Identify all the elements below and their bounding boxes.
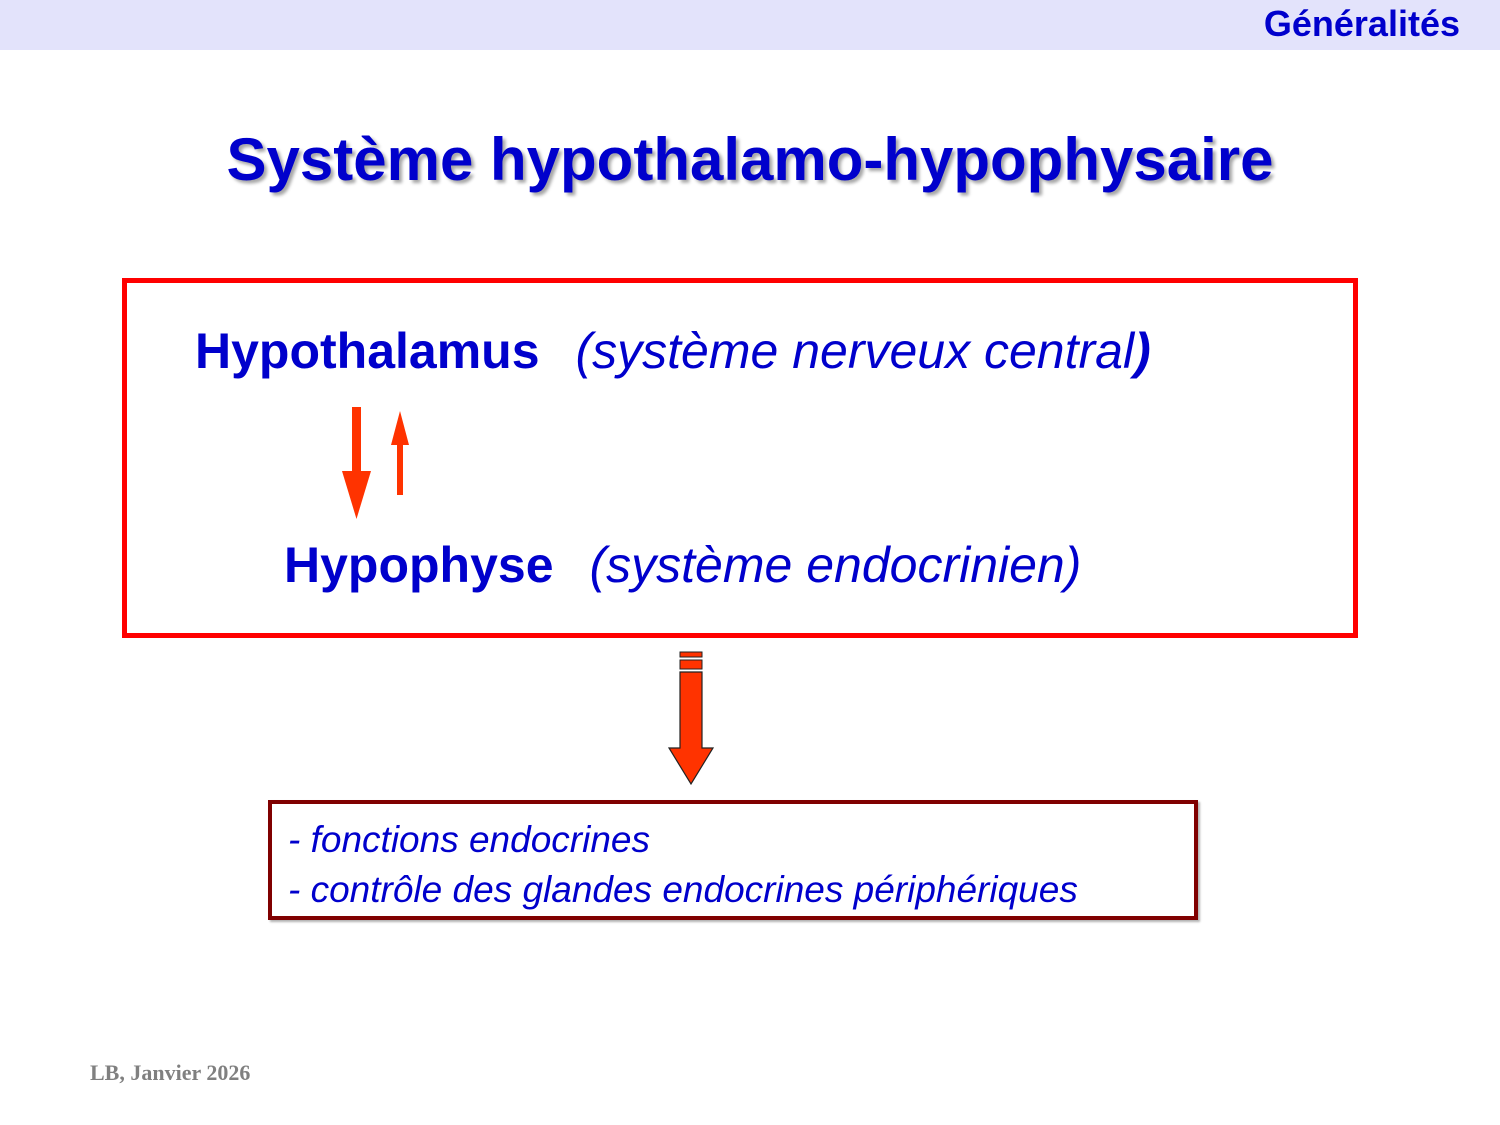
result-box: - fonctions endocrines - contrôle des gl… — [268, 800, 1198, 920]
arrow-up-icon — [391, 411, 409, 495]
hypothalamus-row: Hypothalamus (système nerveux central) — [195, 321, 1151, 381]
header-bar: Généralités — [0, 0, 1500, 50]
hypophyse-description: (système endocrinien) — [589, 537, 1082, 593]
result-line-peripheral-control: - contrôle des glandes endocrines périph… — [288, 869, 1078, 910]
hypothalamus-description: (système nerveux central — [575, 323, 1135, 379]
hypophyse-term: Hypophyse — [284, 537, 554, 593]
footer-credit: LB, Janvier 2026 — [90, 1060, 251, 1085]
hypophyse-row: Hypophyse (système endocrinien) — [284, 535, 1081, 595]
closing-paren: ) — [1134, 323, 1151, 379]
result-line-endocrine-functions: - fonctions endocrines — [288, 819, 650, 860]
hypothalamus-term: Hypothalamus — [195, 323, 540, 379]
slide-title: Système hypothalamo-hypophysaire — [226, 126, 1274, 193]
striped-arrow-down-icon — [667, 651, 715, 786]
arrow-down-icon — [342, 407, 371, 519]
hypothalamo-pituitary-box: Hypothalamus (système nerveux central) Hy… — [122, 278, 1358, 638]
section-label: Généralités — [1263, 3, 1460, 44]
bidirectional-arrows — [342, 407, 409, 519]
